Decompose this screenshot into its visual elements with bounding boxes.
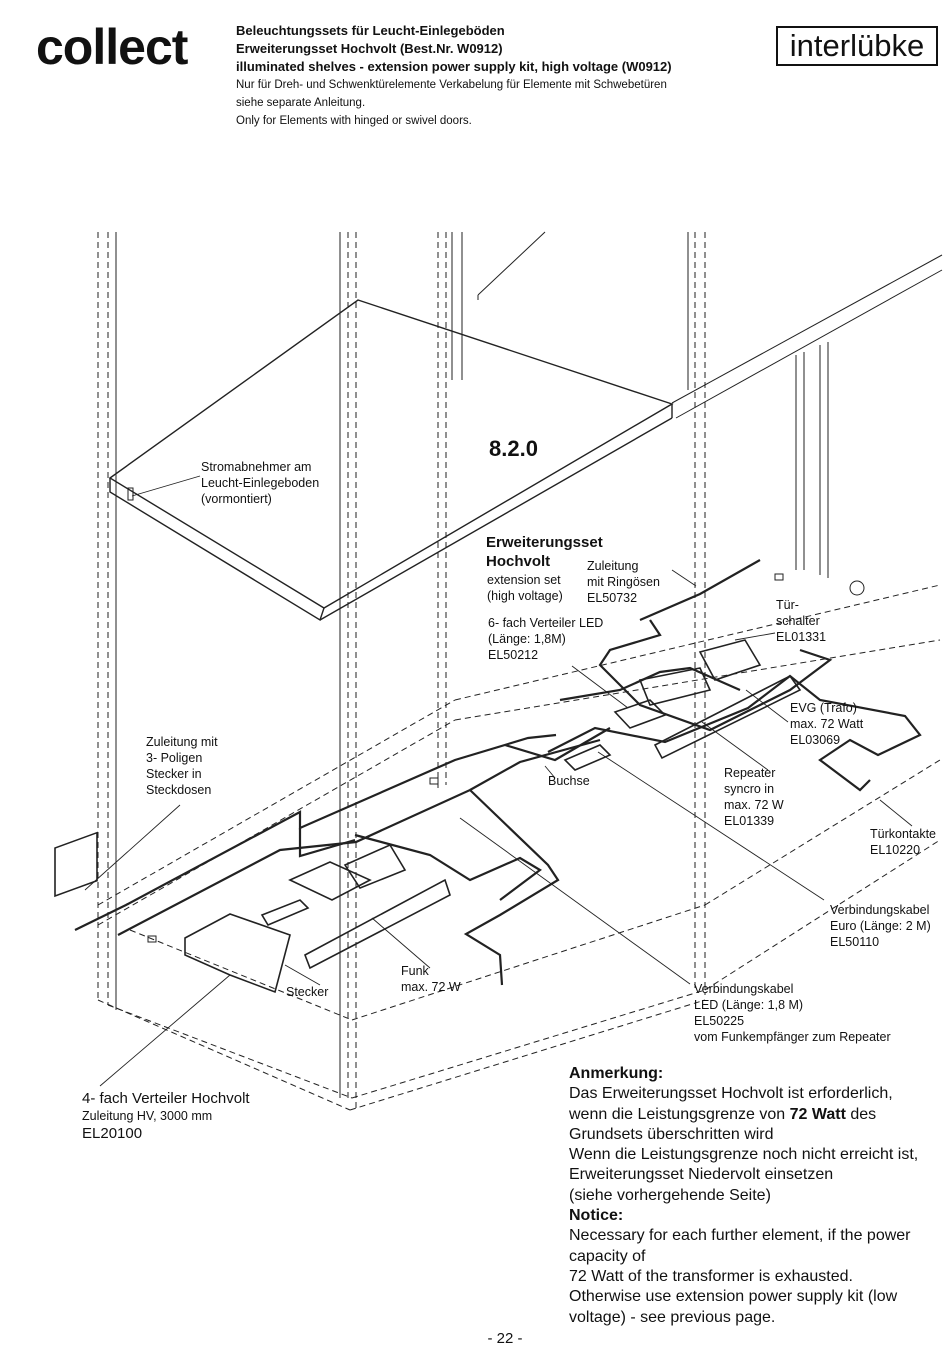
label-verbindungskabel-led: Verbindungskabel LED (Länge: 1,8 M) EL50… xyxy=(694,981,891,1045)
info-line-1: Nur für Dreh- und Schwenktürelemente Ver… xyxy=(236,79,667,91)
label-line: Tür- xyxy=(776,598,799,612)
label-tuerschalter: Tür- schalter EL01331 xyxy=(776,597,826,645)
notes-line: capacity of xyxy=(569,1247,646,1265)
notes-line: Das Erweiterungsset Hochvolt ist erforde… xyxy=(569,1085,893,1103)
notes-line: Grundsets überschritten wird xyxy=(569,1125,774,1143)
label-erweiterungsset-sub: extension set (high voltage) xyxy=(487,572,563,604)
label-line: max. 72 W xyxy=(724,798,784,812)
notes-line: Necessary for each further element, if t… xyxy=(569,1227,911,1245)
label-line: Zuleitung xyxy=(587,559,639,573)
notes-text: des xyxy=(845,1105,877,1123)
notes-wattage: 72 Watt xyxy=(789,1105,846,1123)
cabinet-frame-left xyxy=(97,232,357,1108)
label-line: Hochvolt xyxy=(486,553,551,570)
header-text: Beleuchtungssets für Leucht-Einlegeböden… xyxy=(236,22,672,130)
markers xyxy=(127,487,865,943)
notes-line: wenn die Leistungsgrenze von 72 Watt des xyxy=(569,1105,944,1125)
label-line: 6- fach Verteiler LED xyxy=(488,616,604,630)
notes-heading-en: Notice: xyxy=(569,1207,624,1225)
notes-block: Anmerkung: Das Erweiterungsset Hochvolt … xyxy=(569,1064,944,1328)
label-line: Stromabnehmer am xyxy=(201,460,312,474)
label-line: 3- Poligen xyxy=(146,751,203,765)
label-line: Verbindungskabel xyxy=(694,982,794,996)
label-line: (Länge: 1,8M) xyxy=(488,632,566,646)
label-line: EL03069 xyxy=(790,733,841,747)
label-line: Funk xyxy=(401,964,429,978)
notes-line: Wenn die Leistungsgrenze noch nicht erre… xyxy=(569,1146,919,1164)
cabinet-frame-right xyxy=(437,232,706,995)
label-line: Türkontakte xyxy=(870,827,937,841)
label-line: Stecker in xyxy=(146,767,202,781)
label-tuerkontakte: Türkontakte EL10220 xyxy=(870,826,936,858)
label-evg-trafo: EVG (Trafo) max. 72 Watt EL03069 xyxy=(790,700,863,748)
label-line: vom Funkempfänger zum Repeater xyxy=(694,1030,891,1044)
label-line: EL01339 xyxy=(724,814,775,828)
label-line: Leucht-Einlegeboden xyxy=(201,476,320,490)
label-line: mit Ringösen xyxy=(587,575,660,589)
label-buchse: Buchse xyxy=(548,774,590,788)
title-line-en: illuminated shelves - extension power su… xyxy=(236,59,672,74)
label-line: EL20100 xyxy=(82,1125,143,1142)
label-line: EL50225 xyxy=(694,1014,745,1028)
label-stecker: Stecker xyxy=(286,985,329,999)
label-line: (high voltage) xyxy=(487,589,563,603)
label-line: Verbindungskabel xyxy=(830,903,930,917)
interluebke-logo: interlübke xyxy=(776,26,938,66)
notes-line: 72 Watt of the transformer is exhausted. xyxy=(569,1267,853,1285)
info-line-3: Only for Elements with hinged or swivel … xyxy=(236,115,472,127)
label-repeater: Repeater syncro in max. 72 W EL01339 xyxy=(724,765,784,829)
section-number: 8.2.0 xyxy=(489,436,538,461)
label-line: Zuleitung HV, 3000 mm xyxy=(82,1109,213,1123)
title-line-de: Beleuchtungssets für Leucht-Einlegeböden xyxy=(236,23,505,38)
notes-line: (siehe vorhergehende Seite) xyxy=(569,1186,771,1204)
label-line: 4- fach Verteiler Hochvolt xyxy=(82,1090,250,1107)
notes-heading-de: Anmerkung: xyxy=(569,1065,664,1082)
cabinet-frame-right-solid xyxy=(451,232,689,390)
label-line: EL10220 xyxy=(870,843,921,857)
components-left xyxy=(54,831,451,994)
label-verbindungskabel-euro: Verbindungskabel Euro (Länge: 2 M) EL501… xyxy=(830,902,931,950)
label-line: EL50732 xyxy=(587,591,638,605)
upper-shelf xyxy=(108,299,674,622)
lower-shelf-dashed xyxy=(97,584,941,1111)
label-verteiler-led: 6- fach Verteiler LED (Länge: 1,8M) EL50… xyxy=(488,615,603,663)
notes-line: Otherwise use extension power supply kit… xyxy=(569,1288,898,1306)
label-funk: Funk max. 72 W xyxy=(401,963,461,995)
cabinet-frame-left-solid xyxy=(115,232,341,1098)
label-stromabnehmer: Stromabnehmer am Leucht-Einlegeboden (vo… xyxy=(201,459,319,507)
label-zuleitung-ringoesen: Zuleitung mit Ringösen EL50732 xyxy=(587,558,660,606)
page-number: - 22 - xyxy=(487,1330,523,1347)
label-line: Steckdosen xyxy=(146,783,212,797)
label-line: Repeater xyxy=(724,766,776,780)
label-line: max. 72 W xyxy=(401,980,461,994)
label-verteiler-hochvolt: 4- fach Verteiler Hochvolt Zuleitung HV,… xyxy=(82,1089,250,1143)
side-panel-right xyxy=(477,231,943,578)
notes-line: voltage) - see previous page. xyxy=(569,1308,776,1326)
label-line: EL50212 xyxy=(488,648,539,662)
cable-routing xyxy=(74,559,922,986)
label-line: Erweiterungsset xyxy=(486,534,603,551)
notes-line: Erweiterungsset Niedervolt einsetzen xyxy=(569,1166,834,1184)
leader-lines xyxy=(84,475,913,1087)
components-right xyxy=(563,639,802,771)
label-line: schalter xyxy=(776,614,820,628)
title-line-de-order: Erweiterungsset Hochvolt (Best.Nr. W0912… xyxy=(236,41,503,56)
brand-title: collect xyxy=(36,19,188,75)
label-line: (vormontiert) xyxy=(201,492,272,506)
label-zuleitung-3polig: Zuleitung mit 3- Poligen Stecker in Stec… xyxy=(146,734,218,798)
info-line-2: siehe separate Anleitung. xyxy=(236,97,366,109)
label-line: EL50110 xyxy=(830,935,880,949)
notes-text: wenn die Leistungsgrenze von xyxy=(569,1105,790,1123)
label-erweiterungsset-title: Erweiterungsset Hochvolt xyxy=(486,533,603,571)
label-line: extension set xyxy=(487,573,561,587)
label-line: Euro (Länge: 2 M) xyxy=(830,919,931,933)
label-line: Zuleitung mit xyxy=(146,735,218,749)
label-line: EVG (Trafo) xyxy=(790,701,857,715)
label-line: max. 72 Watt xyxy=(790,717,864,731)
label-line: EL01331 xyxy=(776,630,827,644)
label-line: syncro in xyxy=(724,782,775,796)
label-line: LED (Länge: 1,8 M) xyxy=(694,998,804,1012)
